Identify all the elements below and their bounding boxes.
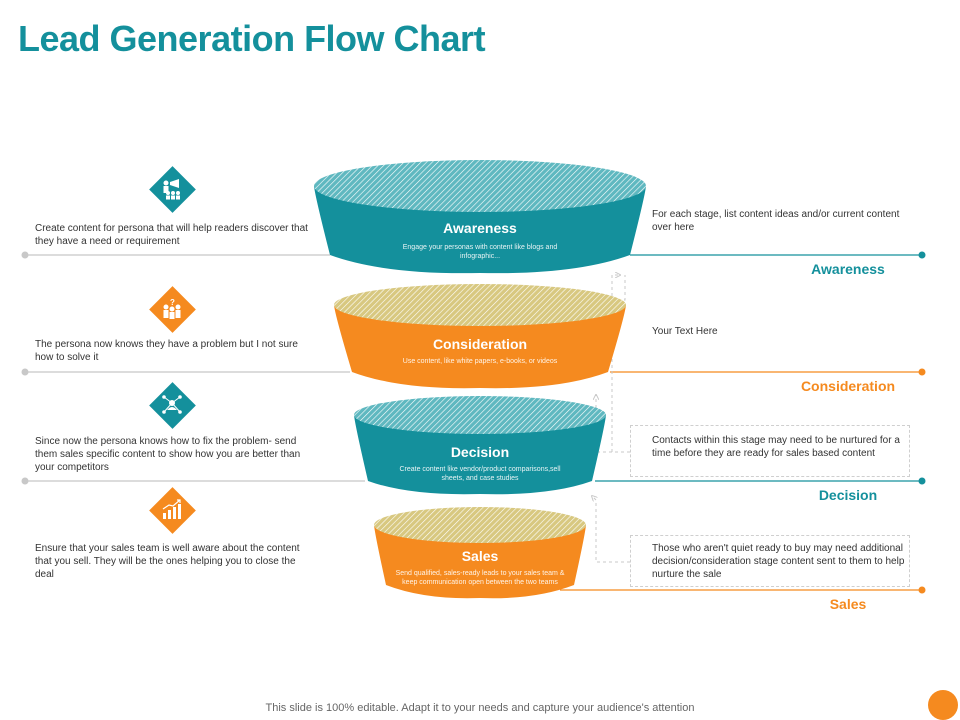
page-title: Lead Generation Flow Chart — [18, 18, 486, 59]
funnel-title-decision: Decision — [450, 444, 510, 460]
corner-dot — [928, 690, 958, 720]
right-note-content-ideas: For each stage, list content ideas and/o… — [652, 209, 900, 233]
arrow-decision-to-consideration — [596, 395, 630, 453]
funnel-desc-sales: Send qualified, sales-ready leads to you… — [395, 570, 565, 586]
stage-lines — [21, 251, 926, 594]
arrow-nurture-to-awareness — [611, 275, 630, 453]
awareness-dot-right — [918, 251, 926, 259]
stage-label-consideration: Consideration — [800, 378, 896, 394]
right-note-nurture: Contacts within this stage may need to b… — [652, 435, 900, 459]
funnel-title-sales: Sales — [461, 548, 499, 564]
decision-dot-right — [918, 477, 926, 485]
consideration-dot-right — [918, 368, 926, 376]
right-note-placeholder: Your Text Here — [652, 326, 718, 337]
funnel-desc-decision: Create content like vendor/product compa… — [399, 466, 561, 482]
funnel-desc-awareness: Engage your personas with content like b… — [402, 244, 558, 260]
growth-chart-icon — [149, 487, 195, 533]
svg-text:?: ? — [170, 298, 175, 307]
feedback-arrows — [592, 275, 630, 563]
right-note-additional-content: Those who aren't quiet ready to buy may … — [652, 543, 905, 580]
presenter-group-icon — [149, 166, 195, 212]
funnel-consideration — [334, 284, 626, 389]
stage-label-sales: Sales — [829, 596, 867, 612]
arrow-loop-top — [612, 275, 626, 301]
question-group-icon: ? — [149, 286, 195, 332]
additional-content-note-box — [630, 535, 910, 587]
funnel-sales — [374, 507, 586, 599]
funnel-title-consideration: Consideration — [432, 336, 528, 352]
sales-dot-right — [918, 586, 926, 594]
awareness-dot-left — [21, 251, 29, 259]
funnel-title-awareness: Awareness — [443, 220, 517, 236]
left-text-awareness: Create content for persona that will hel… — [35, 223, 308, 247]
funnel-decision — [354, 396, 606, 495]
left-text-decision: Since now the persona knows how to fix t… — [35, 436, 301, 473]
decision-dot-left — [21, 477, 29, 485]
arrow-sales-to-decision — [592, 496, 630, 563]
left-text-consideration: The persona now knows they have a proble… — [35, 339, 298, 363]
funnel-awareness — [314, 160, 646, 274]
footer-text: This slide is 100% editable. Adapt it to… — [265, 702, 695, 714]
stage-label-decision: Decision — [818, 487, 878, 503]
left-text-sales: Ensure that your sales team is well awar… — [35, 543, 300, 580]
stage-label-awareness: Awareness — [811, 261, 885, 277]
consideration-dot-left — [21, 368, 29, 376]
funnel-desc-consideration: Use content, like white papers, e-books,… — [402, 358, 558, 365]
network-person-icon — [149, 382, 195, 428]
nurture-note-box — [630, 425, 910, 477]
